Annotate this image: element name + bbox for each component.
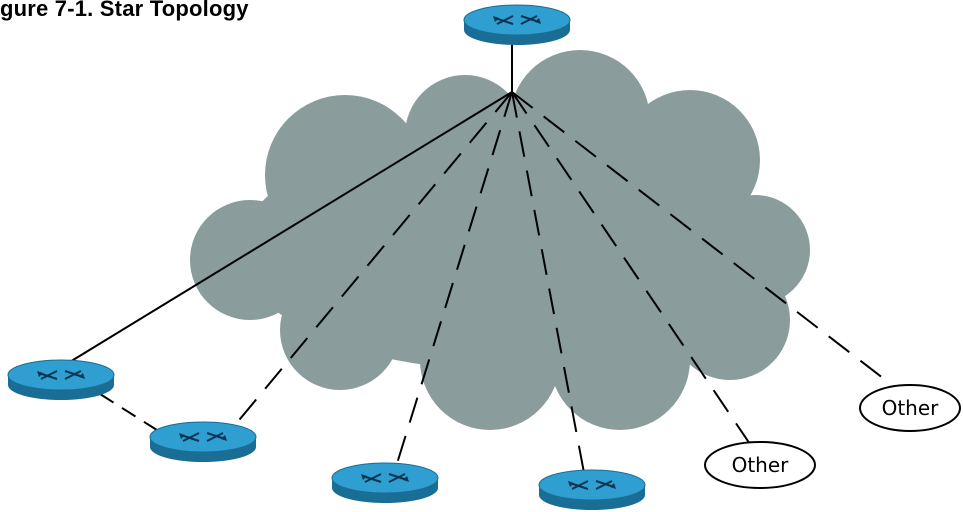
peer-link [99, 393, 161, 433]
spoke-link-2 [234, 91, 513, 426]
other-node: Other [704, 441, 816, 489]
diagram-title: gure 7-1. Star Topology [0, 0, 249, 21]
spoke-link-3 [394, 91, 513, 471]
spoke-links [59, 91, 889, 479]
other-label: Other [882, 396, 940, 420]
router-icon [7, 359, 115, 401]
other-node: Other [859, 384, 961, 432]
router-icon [538, 469, 646, 511]
network-cloud [190, 50, 810, 430]
spoke-link-5 [511, 91, 753, 448]
spoke-link-1 [59, 91, 513, 369]
spoke-link-4 [511, 91, 586, 479]
router-icon [331, 462, 439, 504]
hub-router-icon [463, 4, 571, 46]
other-label: Other [732, 453, 790, 477]
router-icon [149, 421, 257, 463]
